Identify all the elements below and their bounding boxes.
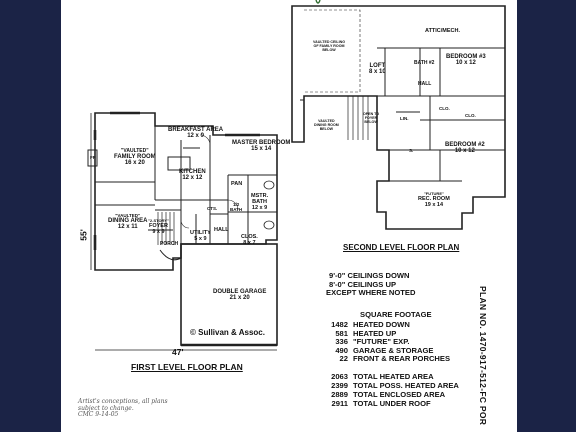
artist-note: Artist's conceptions, all plans subject … [78,398,168,418]
upper-hall-label: HALL [418,81,432,87]
utility-label: UTILITY 5 x 9 [190,230,211,242]
depth-dimension: 55' [78,229,89,241]
vaulted-family-label: VAULTED CEILING OF FAMILY ROOM BELOW [313,40,346,52]
cts-label: CTS. [207,206,218,211]
sqft-row: 336"FUTURE" EXP. [335,337,410,346]
square-footage-title: SQUARE FOOTAGE [360,310,432,319]
fireplace-label: FP [90,155,96,160]
plan-sheet [61,0,517,432]
first-level-title: FIRST LEVEL FLOOR PLAN [131,362,243,372]
bedroom-2-label: BEDROOM #2 10 x 12 [445,142,485,154]
porch-label: PORCH [160,241,179,247]
master-bath-label: MSTR. BATH 12 x 9 [251,193,269,211]
right-border [517,0,576,432]
second-level-title: SECOND LEVEL FLOOR PLAN [343,243,460,252]
storage-label: S. [409,148,414,153]
dining-area-label: "VAULTED" DINING AREA 12 x 11 [108,213,148,230]
first-floor-outline [94,112,278,271]
vaulted-dining-label: VAULTED DINING ROOM BELOW [314,119,339,131]
width-dimension: 47' [172,347,184,357]
bath-2-label: BATH #2 [414,60,435,66]
open-foyer-label: OPEN TO FOYER BELOW [363,112,380,124]
foyer-label: "2-STORY" FOYER 9 x 9 [148,218,169,235]
hall-label: HALL [214,227,229,233]
family-room-label: "VAULTED" FAMILY ROOM 16 x 20 [114,148,156,166]
ceiling-notes: 9'-0" CEILINGS DOWN 8'-0" CEILINGS UP EX… [326,271,416,298]
attic-label: ATTIC/MECH. [425,28,461,34]
closet-label: CLOS. 8 x 7 [241,234,258,246]
kitchen-label: KITCHEN 12 x 12 [179,169,206,181]
garage-label: DOUBLE GARAGE 21 x 20 [213,289,267,301]
copyright: © Sullivan & Assoc. [190,328,265,337]
pantry-label: PAN [231,181,243,187]
half-bath-label: 1/2 BATH [230,202,243,212]
plan-number: PLAN NO. 1470-917-512-FC POR [478,286,488,426]
second-floor-outline [291,5,506,230]
closet-2-label: CLO. [465,113,476,118]
left-border [0,0,61,432]
master-bedroom-label: MASTER BEDROOM 15 x 14 [232,140,291,152]
closet-1-label: CLO. [439,106,450,111]
breakfast-area-label: BREAKFAST AREA 12 x 9 [168,127,224,139]
loft-label: LOFT 8 x 10 [369,63,386,75]
rec-room-label: "FUTURE" REC. ROOM 19 x 14 [418,191,450,208]
bedroom-3-label: BEDROOM #3 10 x 12 [446,54,486,66]
linen-label: LIN. [400,116,409,121]
